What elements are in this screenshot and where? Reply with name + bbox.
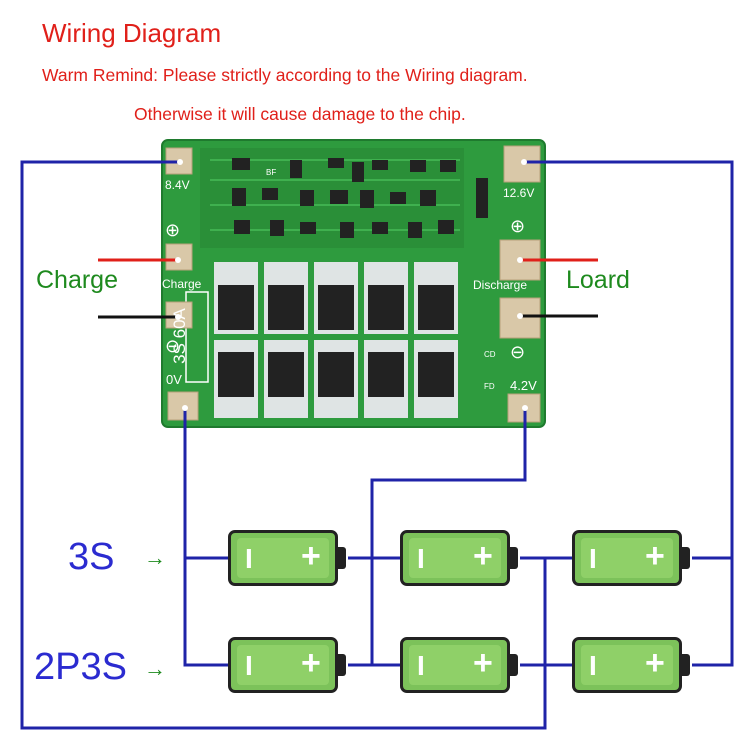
battery-negative-label: I [245,543,253,574]
pcb-model-label: 3S 60A [169,308,189,364]
battery-positive-label: + [473,537,493,575]
pcb-label-bf: BF [266,168,277,177]
pcb-label-8-4v: 8.4V [165,178,190,192]
battery-cell-top-3: I+ [572,530,690,586]
battery-positive-label: + [645,644,665,682]
battery-positive-label: + [645,537,665,575]
pcb-load-plus-icon: ⊕ [510,216,526,236]
battery-positive-label: + [473,644,493,682]
load-wires [520,258,598,318]
pcb-load-minus-icon: ⊖ [510,342,526,362]
config-3s-label: 3S [68,536,115,578]
battery-negative-label: I [589,650,597,681]
battery-negative-label: I [417,650,425,681]
battery-cell-top-1: I+ [228,530,346,586]
battery-cell-bottom-1: I+ [228,637,346,693]
battery-negative-label: I [589,543,597,574]
pad-charge-plus [165,243,193,271]
load-label: Loard [566,266,630,294]
battery-cell-bottom-3: I+ [572,637,690,693]
pcb-charge-minus-icon: ⊖ [165,336,181,356]
blue-wires [20,160,734,730]
battery-negative-label: I [245,650,253,681]
config-2p3s-label: 2P3S [34,646,127,688]
pcb-label-12-6v: 12.6V [503,186,535,200]
charge-wires [98,258,178,319]
pcb-board [161,139,546,428]
battery-positive-label: + [301,644,321,682]
pcb-label-cd: CD [484,350,496,359]
pcb-label-charge: Charge [162,277,202,291]
warning-line-2: Otherwise it will cause damage to the ch… [134,104,466,124]
warning-line-1: Warm Remind: Please strictly according t… [42,65,528,85]
arrow-right-icon: → [144,656,166,681]
pcb-label-fd: FD [484,382,495,391]
battery-negative-label: I [417,543,425,574]
battery-cell-top-2: I+ [400,530,518,586]
pcb-label-discharge: Discharge [473,278,528,292]
arrow-right-icon: → [144,545,166,570]
battery-positive-label: + [301,537,321,575]
pcb-label-0v: 0V [166,372,182,387]
pcb-charge-plus-icon: ⊕ [165,220,181,240]
pcb-label-4-2v: 4.2V [510,378,537,393]
battery-cell-bottom-2: I+ [400,637,518,693]
mosfet-row-top [214,262,458,334]
page-title: Wiring Diagram [42,18,222,48]
mosfet-row-bottom [214,340,458,418]
charge-label: Charge [36,266,118,294]
pad-dots [175,159,528,411]
